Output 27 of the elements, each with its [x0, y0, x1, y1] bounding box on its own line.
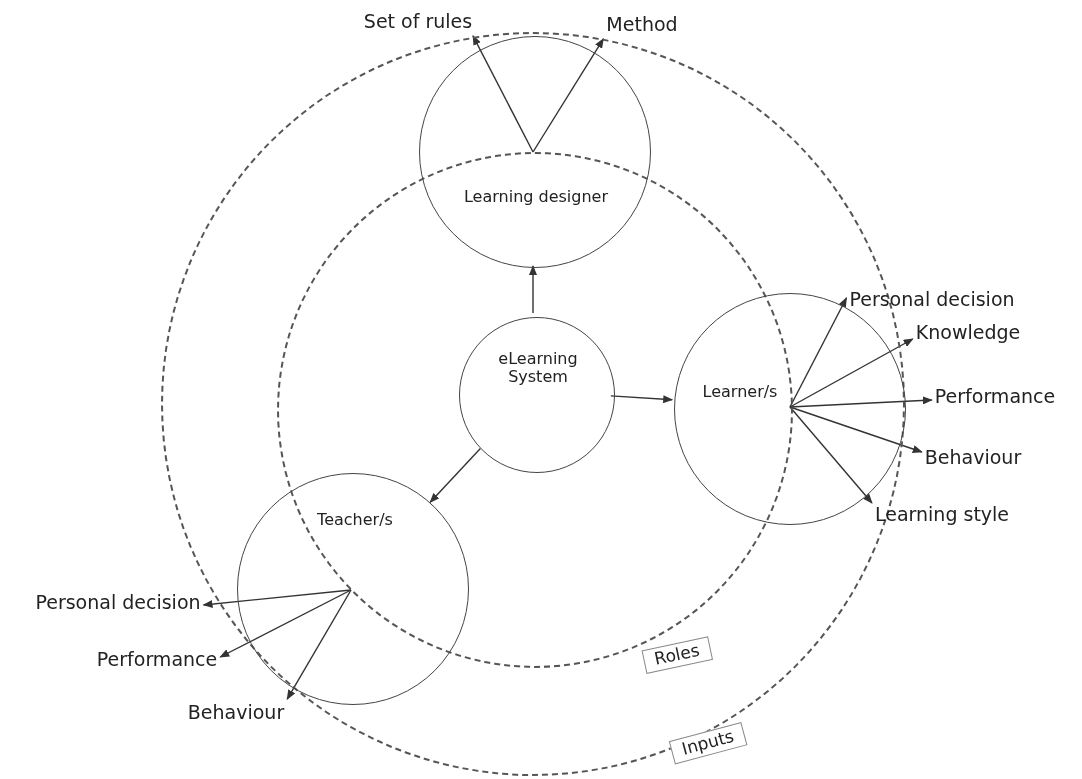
arrow [789, 406, 873, 504]
arrow [532, 38, 605, 153]
output-label: Personal decision [35, 592, 201, 614]
arrow [789, 297, 848, 408]
output-label: Learning style [874, 504, 1010, 526]
output-label: Performance [934, 386, 1056, 408]
circle-label: eLearning System [497, 349, 579, 387]
circle-label: Learning designer [464, 187, 608, 207]
output-label: Knowledge [915, 322, 1021, 344]
arrow [429, 447, 482, 503]
output-label: Personal decision [849, 289, 1015, 311]
output-label: Behaviour [924, 447, 1022, 469]
ring-label: Inputs [668, 721, 748, 765]
arrow [610, 395, 674, 404]
arrow [789, 396, 933, 408]
arrow [789, 338, 914, 408]
arrow [789, 406, 923, 453]
circle-label: Learner/s [702, 382, 778, 402]
output-label: Method [606, 14, 678, 36]
ring-label: Roles [641, 636, 713, 674]
output-label: Performance [96, 649, 218, 671]
output-label: Set of rules [363, 11, 473, 33]
circle-label: Teacher/s [317, 510, 393, 530]
arrow [529, 265, 537, 314]
arrow [219, 589, 352, 658]
output-label: Behaviour [187, 702, 285, 724]
arrow [286, 589, 352, 700]
